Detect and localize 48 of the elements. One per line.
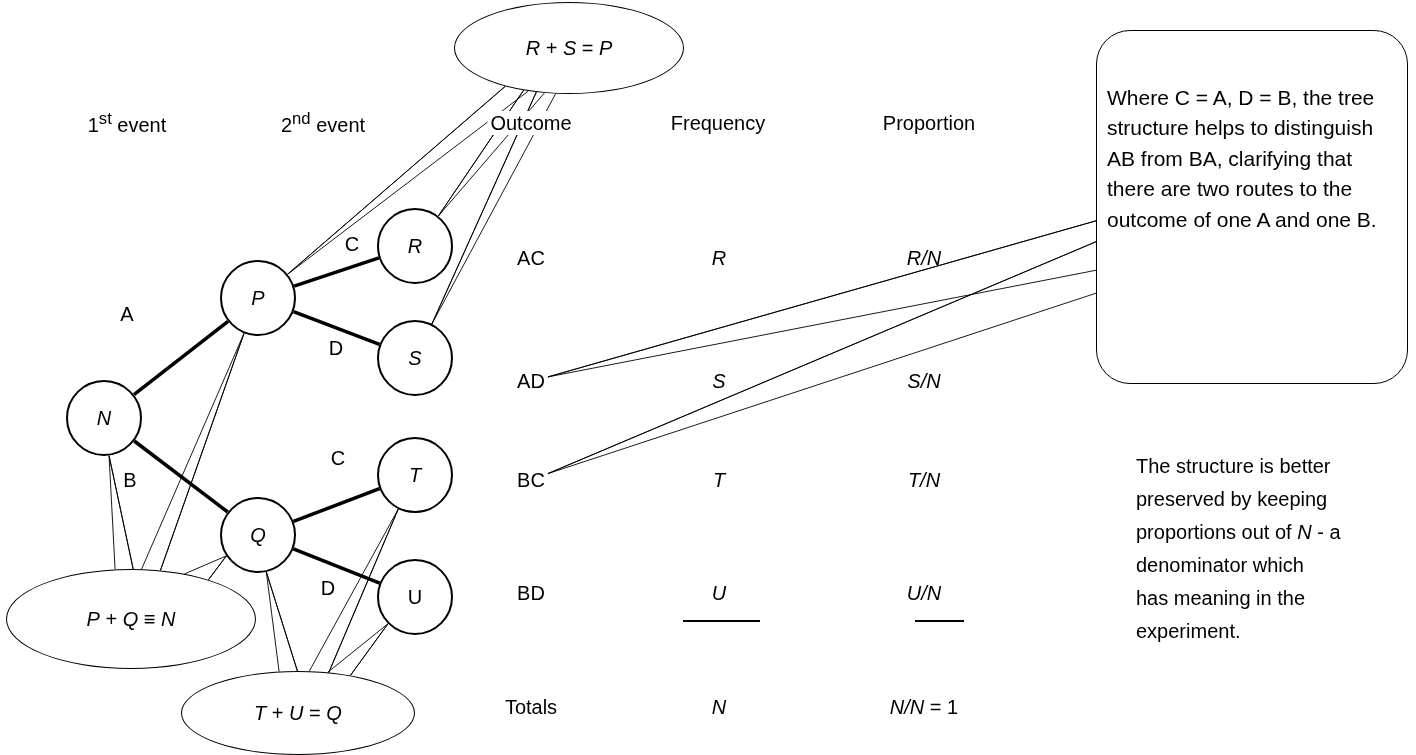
column-header: 1$^{st}$ event <box>86 109 168 137</box>
node-label: T <box>408 463 422 487</box>
proportion-value: T/N <box>906 468 942 492</box>
branch-label: D <box>319 576 337 600</box>
node-label: U <box>407 585 423 609</box>
event-circle <box>377 320 453 396</box>
column-header: Proportion <box>881 111 977 135</box>
tree-branch <box>292 547 381 585</box>
totals-label: Totals <box>503 695 559 719</box>
proportion-value: N/N = 1 <box>888 695 960 719</box>
column-header: Frequency <box>669 111 767 135</box>
node-label: N <box>96 406 112 430</box>
outcome-label: BC <box>514 468 548 492</box>
outcome-label: AD <box>514 369 548 393</box>
callout-text: Where C = A, D = B, the tree structure helps to distinguish AB from BA, clarifying that there are two routes to the outcome of one A and one B. <box>1107 85 1378 233</box>
outcome-label: AC <box>516 246 546 270</box>
node-label: R + S = P <box>525 36 613 60</box>
proportion-value: U/N <box>905 581 943 605</box>
branch-label: A <box>119 302 135 326</box>
node-label: S <box>408 346 422 370</box>
proportion-value: R/N <box>905 246 943 270</box>
node-label: Q <box>250 523 266 547</box>
tree-branch <box>132 319 230 397</box>
event-circle <box>66 380 142 456</box>
event-circle <box>377 559 453 635</box>
frequency-value: N <box>710 695 728 719</box>
tree-branch <box>292 486 381 524</box>
event-circle <box>220 260 296 336</box>
branch-label: C <box>343 232 361 256</box>
outcome-label: BD <box>516 581 546 605</box>
frequency-value: T <box>711 468 728 492</box>
tree-branch <box>133 439 229 514</box>
speech-bubble <box>1096 30 1408 384</box>
tree-branch <box>292 309 381 347</box>
event-circle <box>220 497 296 573</box>
branch-label: B <box>122 468 138 492</box>
frequency-value: U <box>710 581 728 605</box>
event-circle <box>377 437 453 513</box>
note-text: The structure is better preserved by keeping proportions out of N - a denominator which has meaning in the experiment. <box>1136 454 1341 644</box>
tree-branch <box>293 256 380 288</box>
event-circle <box>377 208 453 284</box>
node-label: P + Q ≡ N <box>86 607 176 631</box>
branch-label: D <box>327 336 345 360</box>
node-label: P <box>251 286 265 310</box>
branch-label: C <box>329 446 347 470</box>
frequency-value: R <box>710 246 728 270</box>
node-label: R <box>407 234 423 258</box>
node-label: T + U = Q <box>254 701 342 725</box>
